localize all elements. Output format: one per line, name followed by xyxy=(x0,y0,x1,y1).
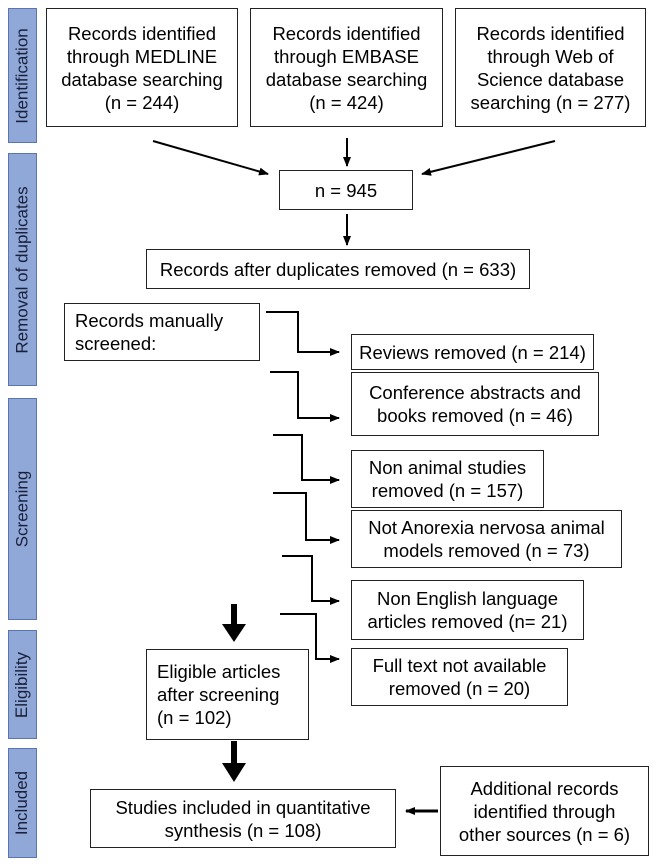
arrow-to-conference-removed xyxy=(270,371,340,422)
additional-records-box: Additional records identified through ot… xyxy=(440,766,649,856)
arrow-to-not-an-removed xyxy=(273,492,340,544)
arrow-to-full-text-removed xyxy=(280,613,340,663)
studies-included-box: Studies included in quantitative synthes… xyxy=(90,789,396,848)
eligible-articles-box: Eligible articles after screening (n = 1… xyxy=(146,649,309,740)
after-duplicates-box: Records after duplicates removed (n = 63… xyxy=(146,249,530,289)
reviews-removed-box: Reviews removed (n = 214) xyxy=(351,334,594,370)
wos-records-box: Records identified through Web of Scienc… xyxy=(455,8,646,127)
phase-included: Included xyxy=(8,748,37,858)
phase-identification: Identification xyxy=(8,8,37,143)
phase-removal-of-duplicates: Removal of duplicates xyxy=(8,153,37,386)
arrow-to-reviews-removed xyxy=(266,311,340,356)
phase-screening: Screening xyxy=(8,398,37,620)
arrow-to-included xyxy=(222,741,246,782)
flow-connectors xyxy=(152,138,556,815)
arrow-medline-to-combined xyxy=(152,140,269,176)
arrow-to-non-english-removed xyxy=(282,555,340,605)
conference-removed-box: Conference abstracts and books removed (… xyxy=(351,372,599,436)
medline-records-box: Records identified through MEDLINE datab… xyxy=(46,8,238,127)
phase-eligibility: Eligibility xyxy=(8,630,37,739)
embase-records-box: Records identified through EMBASE databa… xyxy=(250,8,443,127)
non-english-removed-box: Non English language articles removed (n… xyxy=(351,580,584,640)
arrow-to-non-animal-removed xyxy=(273,434,340,484)
not-an-models-removed-box: Not Anorexia nervosa animal models remov… xyxy=(351,510,622,568)
full-text-removed-box: Full text not available removed (n = 20) xyxy=(351,648,568,706)
prisma-flow-diagram: Identification Removal of duplicates Scr… xyxy=(8,8,661,866)
arrow-wos-to-combined xyxy=(421,140,556,176)
combined-records-box: n = 945 xyxy=(279,170,413,210)
arrow-to-eligible xyxy=(222,604,246,642)
manual-screening-box: Records manually screened: xyxy=(64,303,260,361)
non-animal-removed-box: Non animal studies removed (n = 157) xyxy=(351,450,544,508)
